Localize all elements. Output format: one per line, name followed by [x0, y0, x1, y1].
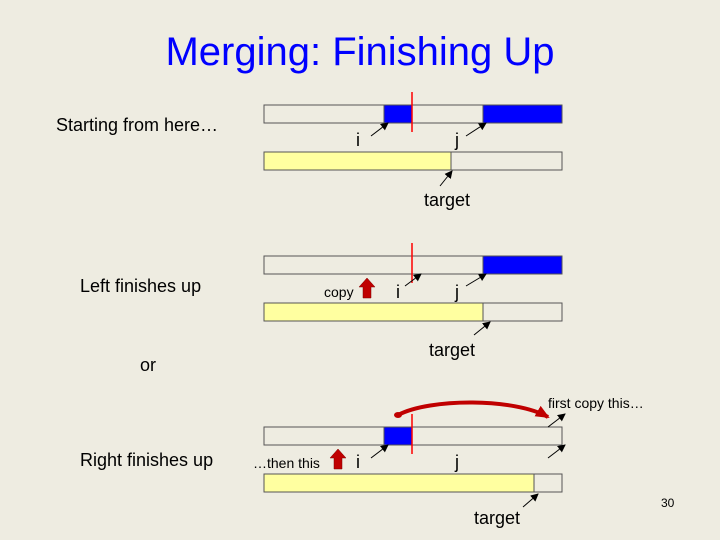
row2-j-label: j	[455, 282, 459, 302]
row2-j-pointer	[465, 273, 487, 287]
or-connector: or	[140, 355, 157, 375]
row1-j-pointer	[465, 122, 487, 137]
row1-target-filled	[263, 151, 452, 171]
row1-target-label: target	[424, 190, 471, 210]
row2-i-label: i	[396, 282, 400, 302]
row1-j-label: j	[455, 130, 459, 150]
row3-target-filled	[263, 473, 535, 493]
row1-i-pointer	[370, 122, 389, 137]
row2-copy-up-arrow	[358, 277, 376, 299]
row3-label: Right finishes up	[80, 450, 214, 470]
page-number: 30	[661, 496, 675, 510]
row2-target-filled	[263, 302, 484, 322]
row3-callout-pointer	[547, 413, 566, 428]
row3-left-remaining	[383, 426, 413, 446]
row3-i-label: i	[356, 452, 360, 472]
row3-callout: first copy this…	[548, 395, 644, 411]
row1-left-remaining	[383, 104, 413, 124]
row1-target-pointer	[439, 170, 453, 187]
row1-label: Starting from here…	[56, 115, 219, 135]
row2-i-pointer	[404, 273, 422, 287]
row3-target-pointer	[522, 493, 539, 508]
row1-right-remaining	[482, 104, 563, 124]
curved-copy-arrow	[397, 400, 550, 419]
slide-title: Merging: Finishing Up	[165, 30, 555, 74]
row3-copy-up-arrow	[329, 448, 347, 470]
row2-right-remaining	[482, 255, 563, 275]
curved-copy-arrow-tail	[394, 412, 402, 418]
row3-j-pointer	[547, 444, 566, 459]
row2-copy-note: copy	[324, 284, 354, 300]
row3-source-array	[263, 426, 563, 446]
row2-target-label: target	[429, 340, 476, 360]
row3-i-pointer	[370, 444, 389, 459]
row3-then-note: …then this	[253, 455, 320, 471]
row2-target-pointer	[473, 321, 491, 336]
row2-label: Left finishes up	[80, 276, 202, 296]
row1-i-label: i	[356, 130, 360, 150]
row3-j-label: j	[455, 452, 459, 472]
row3-target-label: target	[474, 508, 521, 528]
